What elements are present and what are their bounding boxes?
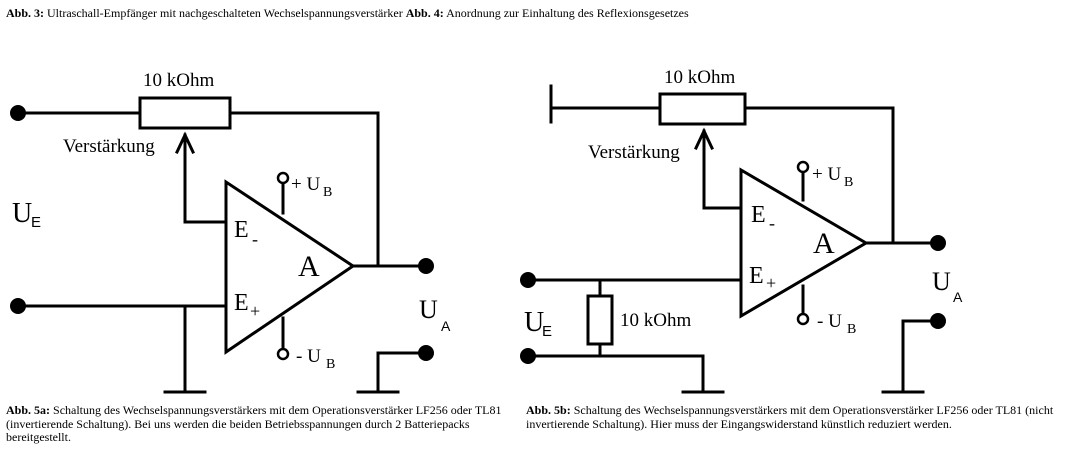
a-noninv-input-label: E [234,290,249,316]
fig3-text: Ultraschall-Empfänger mit nachgeschaltet… [47,6,403,20]
fig3-label: Abb. 3: [6,6,45,20]
b-output-ground-terminal [930,313,946,329]
b-output-terminal [930,235,946,251]
a-vplus-terminal [276,171,290,185]
a-inv-sign: - [252,229,258,249]
b-output-label: U [932,267,951,296]
b-vminus-terminal [796,312,810,326]
b-input-resistor [586,294,614,346]
a-opamp [224,179,356,355]
b-output-sub: A [953,289,963,305]
a-output-ground [376,351,427,394]
caption-5a-label: Abb. 5a: [6,403,51,417]
a-output-ground-terminal [418,345,434,361]
a-vminus-sub: B [326,357,335,372]
b-input-resistor-label: 10 kOhm [620,310,691,331]
circuit-b [526,84,940,394]
b-vminus-sub: B [847,322,856,337]
fig4-text: Anordnung zur Einhaltung des Reflexionsg… [446,6,689,20]
caption-5b-label: Abb. 5b: [526,403,571,417]
b-noninv-sign: + [766,273,776,293]
a-resistor-label: 10 kOhm [143,70,214,91]
b-resistor-label: 10 kOhm [664,67,735,88]
caption-5a: Abb. 5a: Schaltung des Wechselspannungsv… [6,403,521,445]
b-vplus-label: + U [812,164,841,185]
a-vminus-terminal [276,347,290,361]
fig4-label: Abb. 4: [405,6,444,20]
a-input-sub: E [31,214,41,231]
b-input-sub: E [542,323,552,340]
b-amp-label: A [813,227,835,260]
b-opamp [739,167,869,319]
b-feedback-resistor [658,92,747,126]
b-inv-input-label: E [751,202,766,228]
a-gain-label: Verstärkung [63,136,155,157]
figure-heading: Abb. 3: Ultraschall-Empfänger mit nachge… [6,6,689,21]
b-input-label: U [524,307,544,338]
b-output-ground [901,319,940,394]
a-output-sub: A [441,318,451,334]
b-input-terminal [520,272,536,288]
caption-5b: Abb. 5b: Schaltung des Wechselspannungsv… [526,403,1066,431]
b-vplus-terminal [796,160,810,174]
circuit-a [16,96,427,394]
a-output-label: U [419,295,438,324]
b-input-ground-terminal [520,348,536,364]
a-input-top-terminal [10,105,26,121]
b-vplus-sub: B [844,175,853,190]
b-wiper-arrowhead [694,127,714,150]
a-input-bottom-terminal [10,298,26,314]
caption-5b-text: Schaltung des Wechselspannungsverstärker… [526,403,1054,431]
a-wiper-arrowhead [175,131,195,154]
caption-5a-text: Schaltung des Wechselspannungsverstärker… [6,403,502,444]
a-amp-label: A [298,250,320,283]
b-gain-label: Verstärkung [588,142,680,163]
a-inv-input-label: E [234,217,249,243]
b-vminus-label: - U [817,311,842,332]
a-input-label: U [12,198,32,229]
a-feedback-resistor [138,96,232,130]
a-vminus-label: - U [296,346,321,367]
a-vplus-sub: B [323,185,332,200]
a-noninv-sign: + [250,301,260,321]
b-inv-sign: - [769,213,775,233]
a-vplus-label: + U [291,174,320,195]
a-output-terminal [418,258,434,274]
b-ground-rail [526,354,705,394]
b-noninv-input-label: E [749,263,764,289]
